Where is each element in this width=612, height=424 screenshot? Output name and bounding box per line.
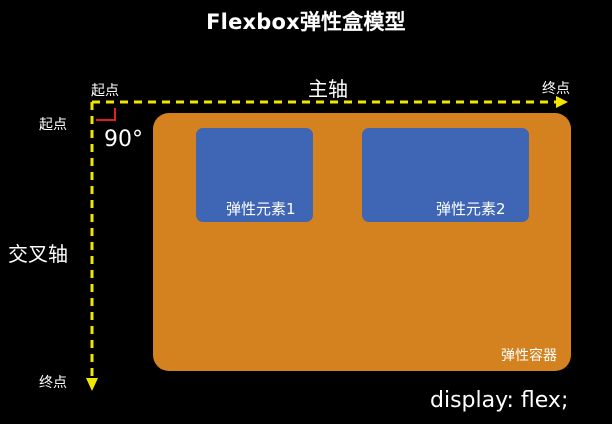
diagram-title: Flexbox弹性盒模型 [206,10,406,34]
cross-axis-arrow [86,102,98,391]
flex-container: 弹性元素1 弹性元素2 弹性容器 [153,113,571,371]
flex-item-2-label: 弹性元素2 [436,200,506,218]
cross-axis-label: 交叉轴 [8,242,68,266]
flex-item-1: 弹性元素1 [196,128,313,222]
flex-container-label: 弹性容器 [501,348,557,364]
cross-axis-start-label: 起点 [39,117,67,133]
main-axis-end-label: 终点 [542,81,570,97]
css-code-caption: display: flex; [430,388,569,413]
main-axis-label: 主轴 [308,77,348,101]
cross-axis-end-label: 终点 [39,375,67,391]
flex-item-1-label: 弹性元素1 [226,200,296,218]
main-axis-arrow [92,96,568,108]
flex-item-2: 弹性元素2 [362,128,529,222]
main-axis-start-label: 起点 [91,83,119,99]
right-angle-marker [96,108,116,121]
angle-label: 90° [104,127,143,152]
